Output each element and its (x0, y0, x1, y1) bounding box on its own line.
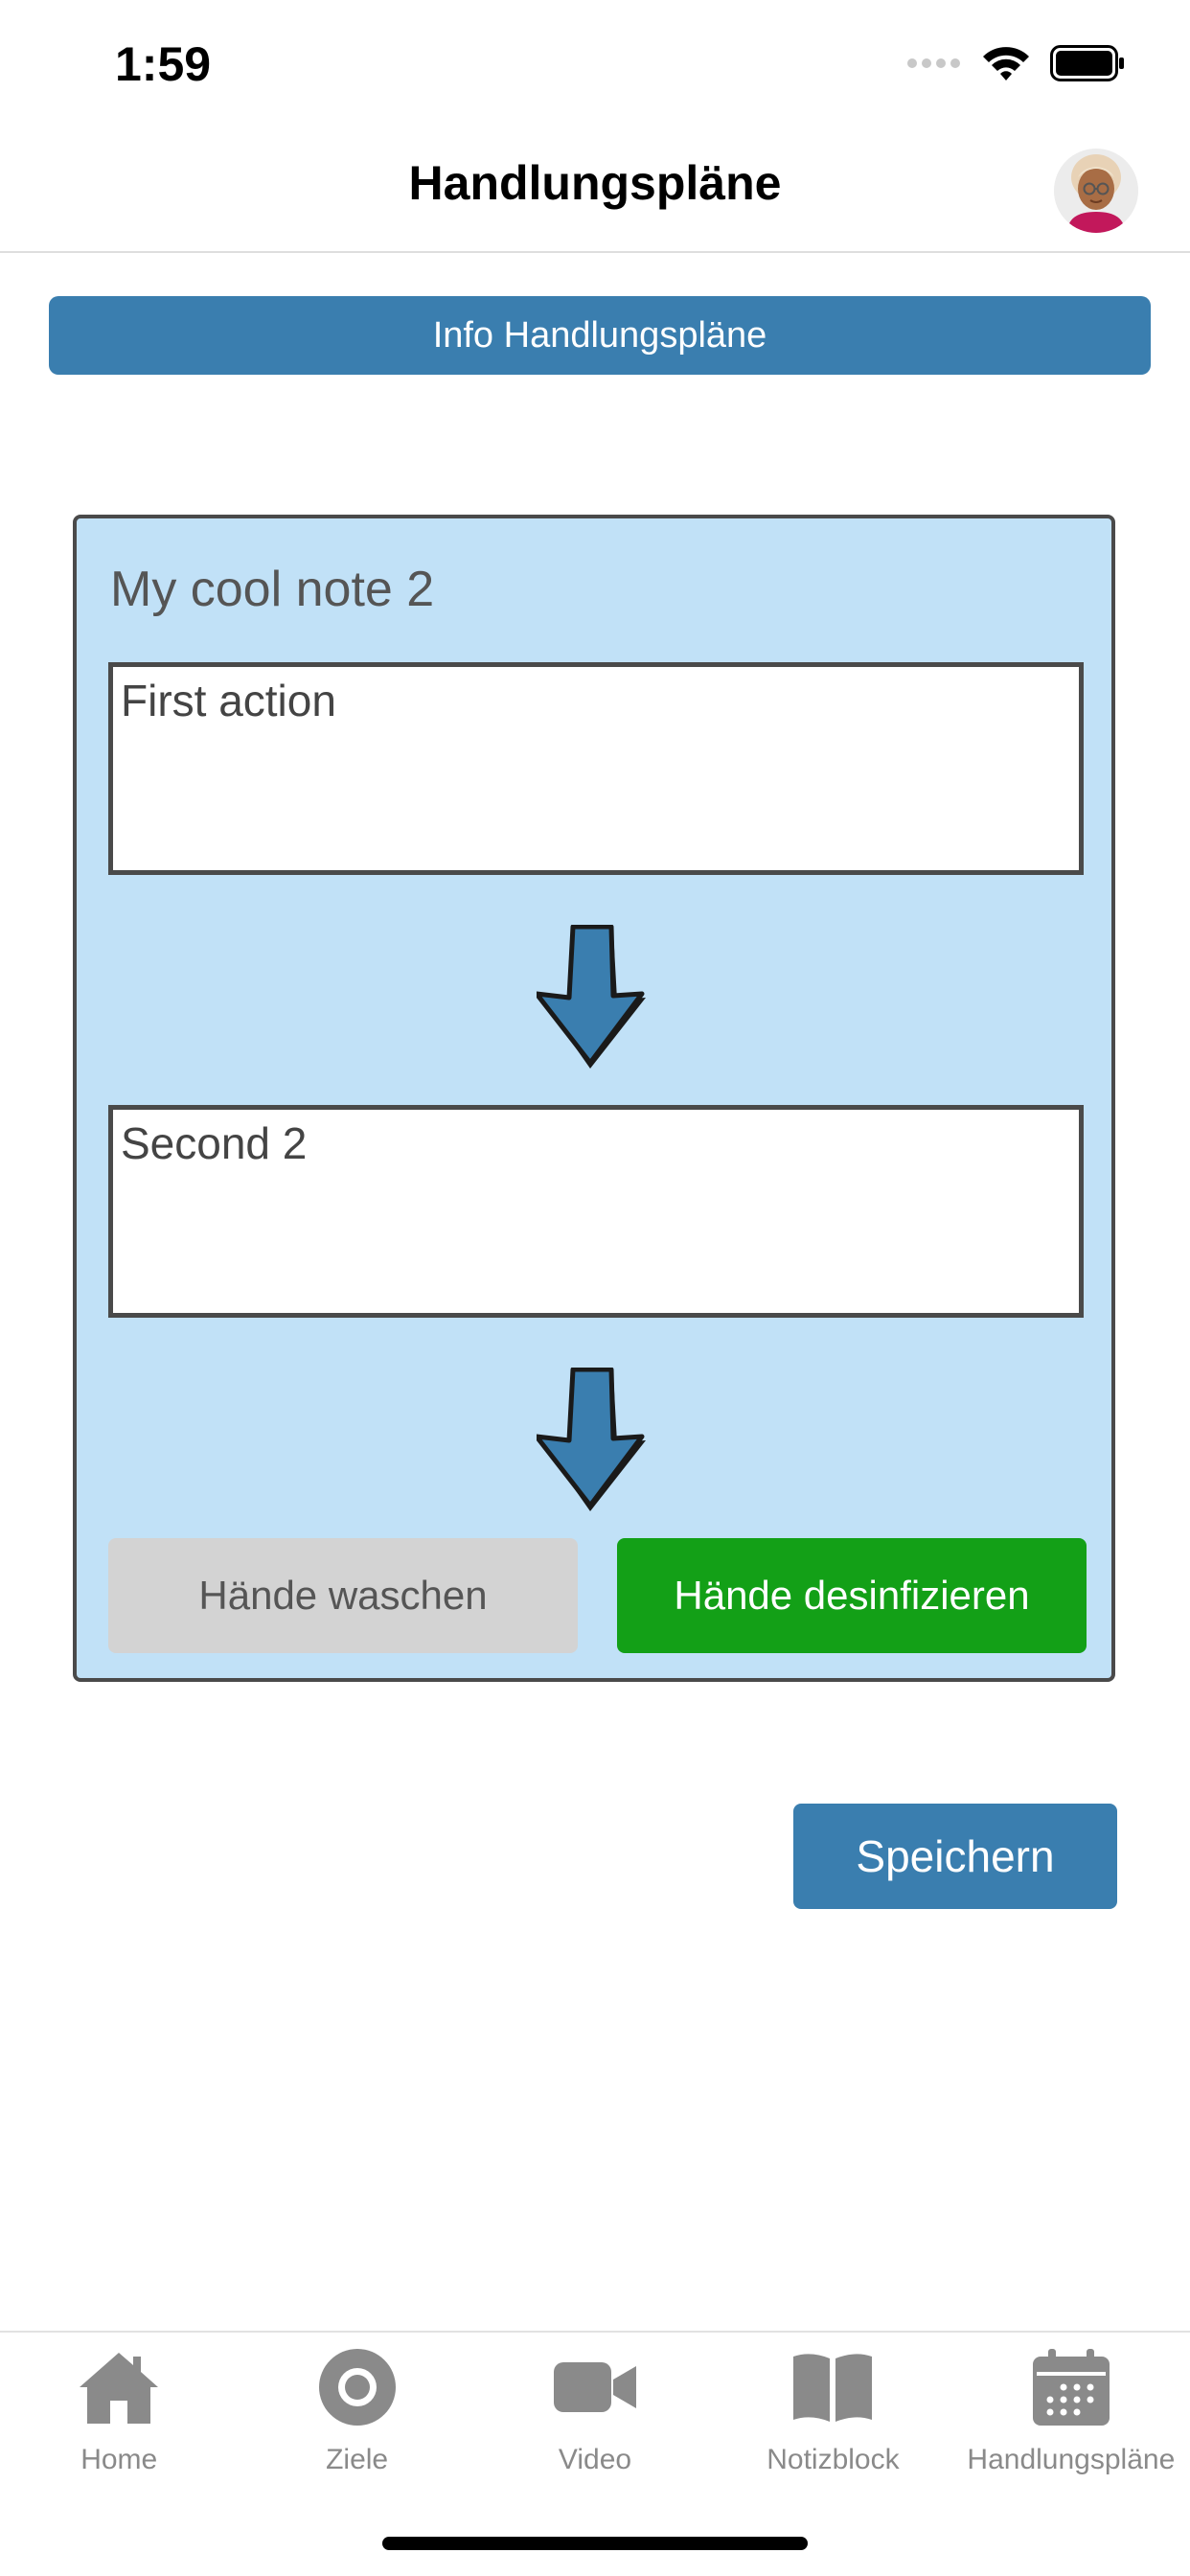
calendar-icon (1032, 2349, 1110, 2426)
save-button[interactable]: Speichern (793, 1804, 1117, 1909)
plan-card: My cool note 2 First action Second 2 Hän… (73, 515, 1115, 1682)
home-indicator (382, 2537, 808, 2550)
tab-video[interactable]: Video (476, 2333, 714, 2505)
avatar[interactable] (1054, 149, 1138, 233)
target-icon (318, 2349, 396, 2426)
tab-label: Ziele (326, 2444, 389, 2475)
action-field-1[interactable]: First action (108, 662, 1084, 875)
action-field-2[interactable]: Second 2 (108, 1105, 1084, 1318)
home-icon (80, 2353, 159, 2424)
arrow-down-icon (537, 1368, 646, 1511)
tab-bar-divider (0, 2331, 1190, 2333)
plan-title: My cool note 2 (110, 562, 435, 617)
tab-home[interactable]: Home (0, 2333, 238, 2505)
option-button-disinfect-hands[interactable]: Hände desinfizieren (617, 1538, 1087, 1653)
tab-ziele[interactable]: Ziele (238, 2333, 475, 2505)
tab-notizblock[interactable]: Notizblock (714, 2333, 951, 2505)
status-time: 1:59 (115, 37, 212, 91)
book-icon (793, 2354, 873, 2422)
battery-icon (1050, 45, 1124, 81)
wifi-icon (983, 47, 1029, 80)
tab-label: Home (80, 2444, 158, 2475)
video-icon (554, 2362, 637, 2412)
tab-label: Notizblock (767, 2444, 900, 2475)
tab-label: Video (558, 2444, 632, 2475)
tab-label: Handlungspläne (967, 2444, 1176, 2475)
tab-handlungsplaene[interactable]: Handlungspläne (952, 2333, 1190, 2505)
cellular-signal-icon (907, 58, 960, 68)
tab-bar: Home Ziele Video Notizblock (0, 2333, 1190, 2505)
option-button-wash-hands[interactable]: Hände waschen (108, 1538, 578, 1653)
nav-divider (0, 251, 1190, 253)
info-button[interactable]: Info Handlungspläne (49, 296, 1151, 375)
status-icons (906, 42, 1125, 84)
page-title: Handlungspläne (408, 156, 782, 210)
arrow-down-icon (537, 925, 646, 1069)
avatar-icon (1054, 149, 1138, 233)
